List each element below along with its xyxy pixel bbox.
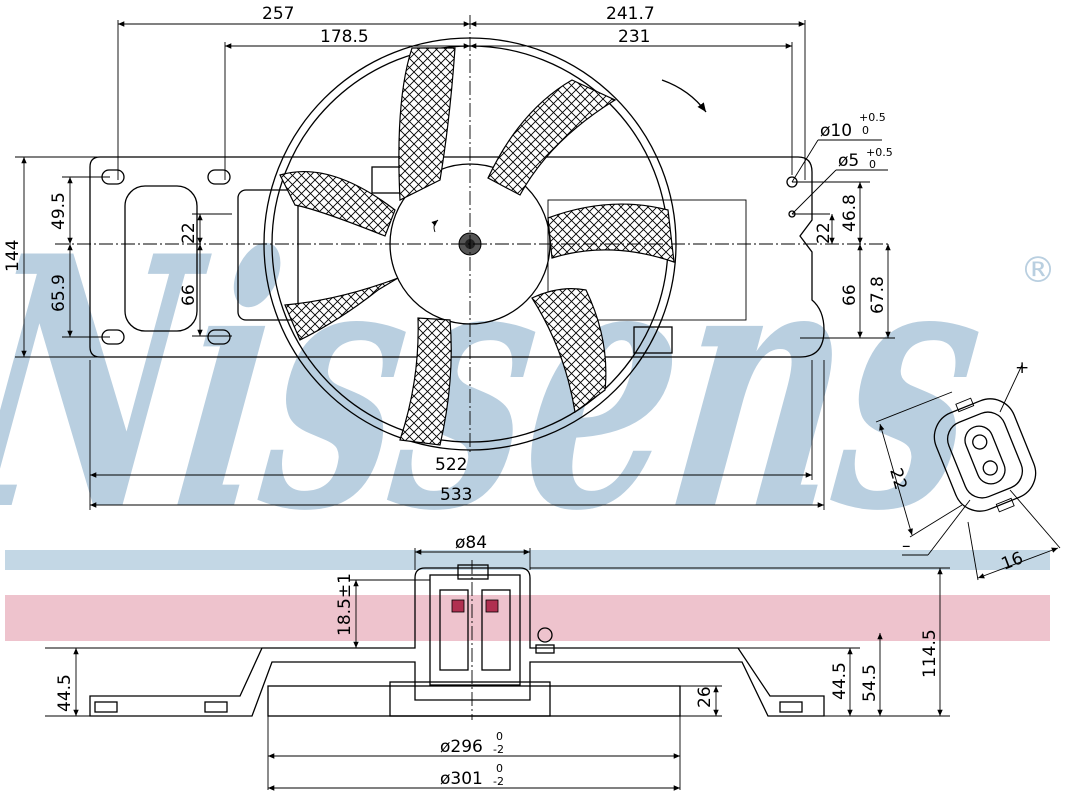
dim-44-5-left: 44.5 xyxy=(55,674,75,712)
nissens-watermark: Nissens ® xyxy=(0,181,1056,641)
dim-144: 144 xyxy=(3,240,23,272)
blue-band xyxy=(5,550,1050,570)
dim-shaft-18-5: 18.5±1 xyxy=(335,573,355,636)
dim-241-7: 241.7 xyxy=(606,4,655,24)
svg-text:0: 0 xyxy=(496,762,503,775)
hole-small-label: ø5 xyxy=(838,151,859,171)
dim-231: 231 xyxy=(618,27,650,47)
registered-mark: ® xyxy=(1020,250,1056,291)
dim-44-5-right: 44.5 xyxy=(830,662,850,700)
dim-66-left: 66 xyxy=(179,284,199,306)
dim-114-5: 114.5 xyxy=(920,629,940,678)
dim-296: ø296 xyxy=(440,737,483,757)
left-inner-panel xyxy=(237,189,299,321)
svg-text:0: 0 xyxy=(869,158,876,171)
top-view: 257 241.7 178.5 231 144 49.5 65.9 22 66 … xyxy=(3,4,895,510)
fan-blade-side xyxy=(267,685,681,717)
dim-hub-84: ø84 xyxy=(455,533,487,553)
dim-22-left: 22 xyxy=(179,222,199,244)
svg-text:+0.5: +0.5 xyxy=(859,111,886,124)
dim-22-right: 22 xyxy=(814,222,834,244)
nissens-logo-text: Nissens xyxy=(0,181,1005,587)
connector-body xyxy=(933,398,1037,512)
connector-plus-label: + xyxy=(1015,358,1029,378)
dim-65-9: 65.9 xyxy=(49,274,69,312)
dim-54-5: 54.5 xyxy=(860,664,880,702)
left-cutout xyxy=(124,185,198,332)
svg-text:+0.5: +0.5 xyxy=(866,146,893,159)
svg-text:0: 0 xyxy=(496,730,503,743)
mounting-frame-outline xyxy=(89,156,825,358)
hole-large-label: ø10 xyxy=(820,121,852,141)
dim-533: 533 xyxy=(440,485,472,505)
dim-257: 257 xyxy=(262,4,294,24)
dim-49-5: 49.5 xyxy=(49,192,69,230)
dim-178-5: 178.5 xyxy=(320,27,369,47)
dim-522: 522 xyxy=(435,455,467,475)
dim-66-right: 66 xyxy=(840,284,860,306)
dim-46-8: 46.8 xyxy=(840,194,860,232)
pink-band xyxy=(5,595,1050,641)
dim-26: 26 xyxy=(695,686,715,708)
connector-minus-label: – xyxy=(902,536,911,556)
svg-text:0: 0 xyxy=(862,124,869,137)
dim-67-8: 67.8 xyxy=(868,276,888,314)
svg-text:-2: -2 xyxy=(493,775,504,788)
fan-blades xyxy=(279,47,675,446)
side-view: ø84 18.5±1 44.5 44.5 54.5 114.5 26 ø296 … xyxy=(45,533,950,791)
svg-text:-2: -2 xyxy=(493,743,504,756)
frame-profile xyxy=(89,567,825,717)
motor-body xyxy=(429,574,521,686)
rotation-arrow xyxy=(661,79,707,113)
dim-301: ø301 xyxy=(440,769,483,789)
